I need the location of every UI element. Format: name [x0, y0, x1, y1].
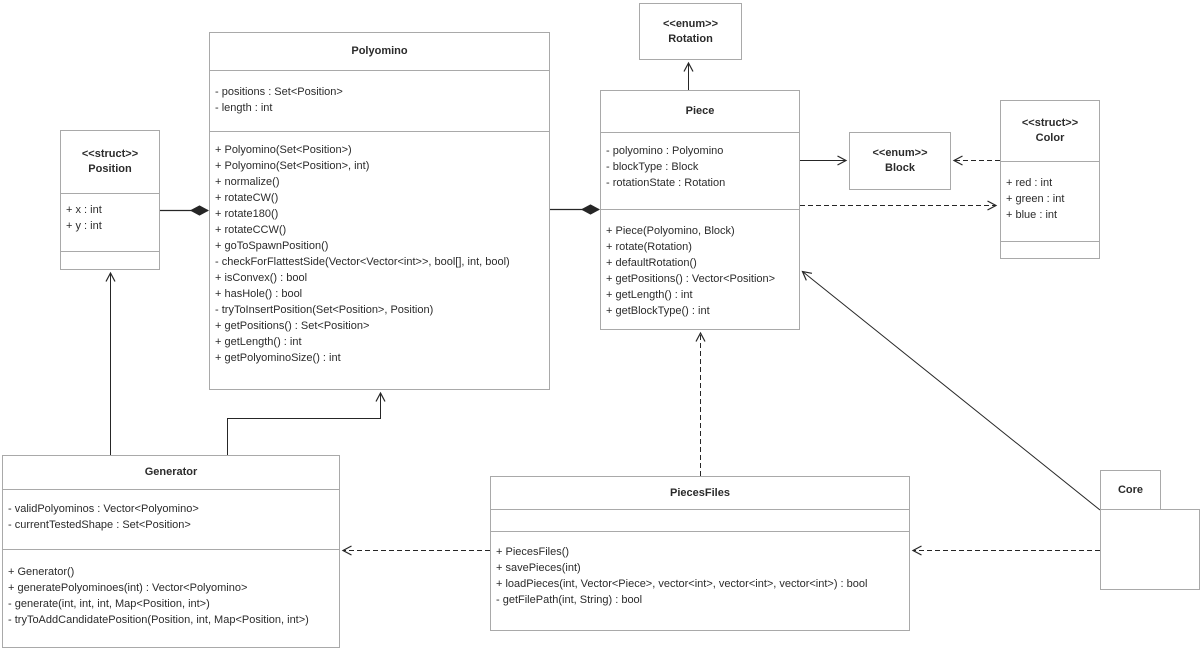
member-line: - tryToAddCandidatePosition(Position, in…: [8, 614, 309, 626]
member-line: + blue : int: [1006, 209, 1058, 221]
member-line: - blockType : Block: [606, 161, 699, 173]
class-position[interactable]: <<struct>> Position + x : int + y : int: [60, 130, 160, 270]
methods-compartment: [61, 251, 159, 269]
class-name: Block: [885, 162, 915, 174]
class-piecesfiles[interactable]: PiecesFiles + PiecesFiles() + savePieces(…: [490, 476, 910, 631]
class-stereotype: <<struct>>: [81, 148, 139, 160]
edge-generator-to-polyomino-association[interactable]: [227, 391, 386, 455]
member-line: + getPolyominoSize() : int: [215, 352, 341, 364]
member-line: + normalize(): [215, 176, 280, 188]
member-line: + x : int: [66, 204, 102, 216]
member-line: + Polyomino(Set<Position>): [215, 144, 352, 156]
class-stereotype: <<enum>>: [662, 17, 719, 30]
class-piece[interactable]: Piece - polyomino : Polyomino - blockType…: [600, 90, 800, 330]
member-line: + getLength() : int: [215, 336, 302, 348]
member-line: - currentTestedShape : Set<Position>: [8, 519, 191, 531]
attributes-compartment: - polyomino : Polyomino - blockType : Blo…: [601, 132, 799, 209]
member-line: - polyomino : Polyomino: [606, 145, 724, 157]
class-name: Polyomino: [351, 45, 408, 57]
edge-core-to-piece-association[interactable]: [801, 270, 1101, 511]
class-stereotype: <<struct>>: [1021, 117, 1079, 129]
member-line: + red : int: [1006, 177, 1053, 189]
attributes-compartment: + red : int + green : int + blue : int: [1001, 161, 1099, 241]
class-title: Generator: [3, 456, 339, 489]
attributes-compartment: [491, 509, 909, 531]
member-line: - getFilePath(int, String) : bool: [496, 594, 643, 606]
member-line: - checkForFlattestSide(Vector<Vector<int…: [215, 256, 510, 268]
member-line: + Polyomino(Set<Position>, int): [215, 160, 370, 172]
class-name: Generator: [144, 466, 198, 478]
member-line: + hasHole() : bool: [215, 288, 303, 300]
member-line: + green : int: [1006, 193, 1065, 205]
member-line: + getBlockType() : int: [606, 305, 710, 317]
class-title: PiecesFiles: [491, 477, 909, 509]
attributes-compartment: - validPolyominos : Vector<Polyomino> - c…: [3, 489, 339, 549]
member-line: + rotate180(): [215, 208, 279, 220]
class-stereotype: <<enum>>: [872, 147, 928, 159]
member-line: + generatePolyominoes(int) : Vector<Poly…: [8, 582, 248, 594]
class-name: PiecesFiles: [670, 486, 730, 499]
member-line: + rotate(Rotation): [606, 241, 692, 253]
package-name: Core: [1117, 484, 1144, 496]
member-line: + getPositions() : Vector<Position>: [606, 273, 776, 285]
class-generator[interactable]: Generator - validPolyominos : Vector<Pol…: [2, 455, 340, 648]
attributes-compartment: - positions : Set<Position> - length : in…: [210, 70, 549, 131]
class-title: Piece: [601, 91, 799, 132]
member-line: - generate(int, int, int, Map<Position, …: [8, 598, 210, 610]
class-name: Position: [88, 163, 132, 175]
class-title: Polyomino: [210, 33, 549, 70]
methods-compartment: + Generator() + generatePolyominoes(int) …: [3, 549, 339, 647]
member-line: + savePieces(int): [496, 562, 581, 574]
class-rotation[interactable]: <<enum>> Rotation: [639, 3, 742, 60]
member-line: + loadPieces(int, Vector<Piece>, vector<…: [496, 578, 868, 590]
class-polyomino[interactable]: Polyomino - positions : Set<Position> - l…: [209, 32, 550, 390]
methods-compartment: [1001, 241, 1099, 258]
member-line: - rotationState : Rotation: [606, 177, 726, 189]
methods-compartment: + PiecesFiles() + savePieces(int) + loadPi…: [491, 531, 909, 630]
class-title: <<struct>> Position: [61, 131, 159, 193]
class-name: Piece: [685, 105, 715, 117]
member-line: - tryToInsertPosition(Set<Position>, Pos…: [215, 304, 434, 316]
class-color[interactable]: <<struct>> Color + red : int + green : in…: [1000, 100, 1100, 259]
class-block[interactable]: <<enum>> Block: [849, 132, 951, 190]
attributes-compartment: + x : int + y : int: [61, 193, 159, 251]
member-line: + getLength() : int: [606, 289, 693, 301]
member-line: + rotateCCW(): [215, 224, 287, 236]
member-line: + y : int: [66, 220, 102, 232]
member-line: - positions : Set<Position>: [215, 86, 343, 98]
member-line: + Piece(Polyomino, Block): [606, 225, 735, 237]
package-core-body[interactable]: [1100, 509, 1200, 590]
member-line: + isConvex() : bool: [215, 272, 308, 284]
member-line: + Generator(): [8, 566, 75, 578]
methods-compartment: + Piece(Polyomino, Block) + rotate(Rotati…: [601, 209, 799, 329]
member-line: + defaultRotation(): [606, 257, 697, 269]
member-line: + rotateCW(): [215, 192, 279, 204]
member-line: + goToSpawnPosition(): [215, 240, 329, 252]
methods-compartment: + Polyomino(Set<Position>) + Polyomino(Se…: [210, 131, 549, 389]
member-line: + PiecesFiles(): [496, 546, 570, 558]
class-name: Rotation: [668, 32, 713, 45]
class-name: Color: [1035, 132, 1065, 144]
package-core-tab[interactable]: Core: [1100, 470, 1161, 510]
class-title: <<struct>> Color: [1001, 101, 1099, 161]
member-line: - validPolyominos : Vector<Polyomino>: [8, 503, 199, 515]
member-line: - length : int: [215, 102, 273, 114]
member-line: + getPositions() : Set<Position>: [215, 320, 370, 332]
